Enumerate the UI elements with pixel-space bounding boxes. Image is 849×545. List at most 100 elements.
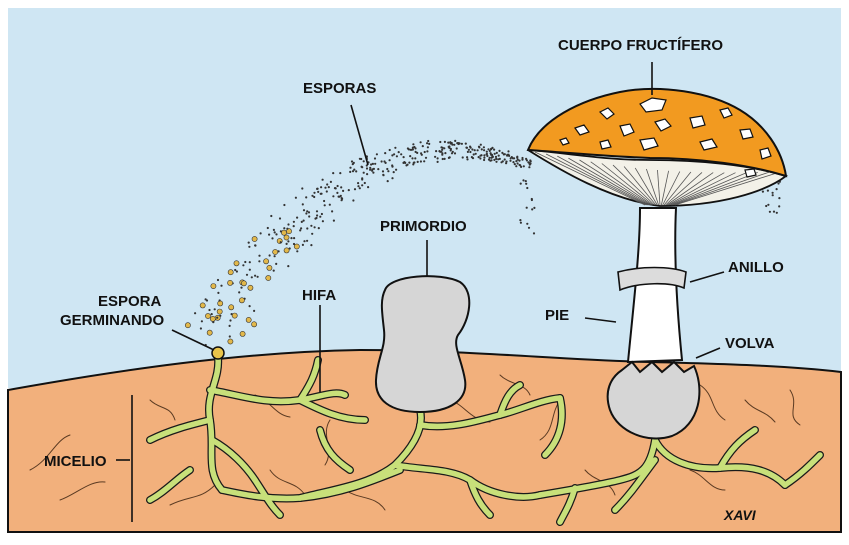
spore (409, 155, 411, 157)
spore (519, 164, 521, 166)
spore (503, 153, 505, 155)
label-espora: ESPORA (98, 293, 162, 310)
spore (248, 285, 253, 290)
spore (258, 255, 260, 257)
spore (208, 309, 210, 311)
spore (342, 190, 344, 192)
spore (533, 207, 535, 209)
spore (284, 235, 289, 240)
spore (324, 187, 326, 189)
spore (229, 325, 231, 327)
spore (349, 171, 351, 173)
spore (420, 160, 422, 162)
spore (234, 261, 239, 266)
spore (286, 243, 288, 245)
spore (313, 196, 315, 198)
label-hifa: HIFA (302, 287, 336, 304)
spore (396, 155, 398, 157)
spore (437, 161, 439, 163)
spore (415, 151, 417, 153)
spore (776, 188, 778, 190)
spore (284, 248, 289, 253)
spore (311, 233, 313, 235)
spore (251, 276, 253, 278)
spore (523, 165, 525, 167)
spore (414, 147, 416, 149)
spore (332, 172, 334, 174)
spore (452, 151, 454, 153)
spore (293, 221, 295, 223)
spore (483, 159, 485, 161)
spore (306, 240, 308, 242)
spore (478, 156, 480, 158)
spore (273, 249, 278, 254)
label-volva: VOLVA (725, 335, 775, 352)
spore (472, 157, 474, 159)
spore (521, 157, 523, 159)
spore (495, 161, 497, 163)
spore (217, 292, 219, 294)
spore (498, 155, 500, 157)
spore (425, 157, 427, 159)
spore (258, 260, 260, 262)
spore (400, 153, 402, 155)
spore (514, 163, 516, 165)
spore (228, 339, 233, 344)
spore (361, 178, 363, 180)
spore (424, 151, 426, 153)
spore (236, 270, 238, 272)
spore (531, 208, 533, 210)
spore (515, 160, 517, 162)
spore (491, 154, 493, 156)
spore (212, 321, 214, 323)
spore (778, 197, 780, 199)
spore (303, 209, 305, 211)
spore (528, 227, 530, 229)
spore (252, 322, 257, 327)
spore (486, 151, 488, 153)
spore (239, 298, 244, 303)
spore (765, 205, 767, 207)
spore (244, 261, 246, 263)
spore (267, 265, 272, 270)
spore (364, 182, 366, 184)
spore (254, 275, 256, 277)
spore (473, 153, 475, 155)
label-cuerpo-fructifero: CUERPO FRUCTÍFERO (558, 37, 723, 54)
germinating-spore (212, 347, 224, 359)
spore (468, 149, 470, 151)
spore (403, 156, 405, 158)
spore (324, 204, 326, 206)
spore (506, 154, 508, 156)
signature: XAVI (723, 507, 757, 523)
spore (434, 156, 436, 158)
spore (466, 147, 468, 149)
spore (382, 170, 384, 172)
spore (517, 162, 519, 164)
spore (275, 263, 277, 265)
spore (331, 210, 333, 212)
spore (512, 161, 514, 163)
spore (411, 157, 413, 159)
spore (211, 284, 216, 289)
spore (469, 151, 471, 153)
spore (381, 160, 383, 162)
spore (254, 245, 256, 247)
spore (349, 167, 351, 169)
spore (479, 157, 481, 159)
spore (274, 231, 276, 233)
spore (281, 230, 286, 235)
spore (526, 207, 528, 209)
spore (767, 190, 769, 192)
spore (366, 173, 368, 175)
spore (435, 150, 437, 152)
spore (384, 152, 386, 154)
spore (442, 158, 444, 160)
spore (467, 151, 469, 153)
spore (268, 234, 270, 236)
spore (216, 317, 218, 319)
spore (274, 255, 276, 257)
spore (483, 146, 485, 148)
